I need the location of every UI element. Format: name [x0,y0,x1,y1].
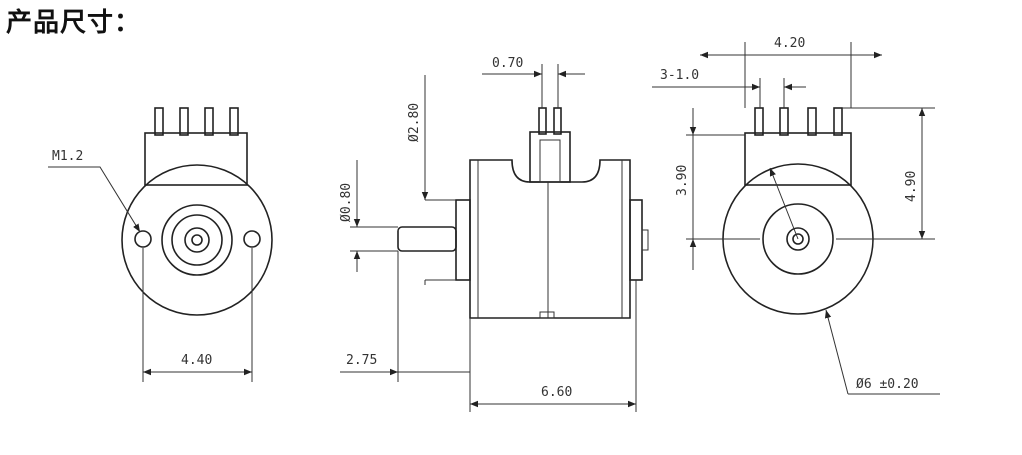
rear-view: 4.20 3-1.0 3.90 4.90 Ø6 ±0.20 [652,36,940,395]
side-shaft [397,226,457,252]
front-thread-label: M1.2 [52,149,83,164]
rear-terminal-housing [744,132,852,186]
front-hub-outer [161,204,233,276]
rear-diameter-leader [824,309,849,395]
side-rear-cap [629,199,643,281]
page-title: 产品尺寸： [6,8,142,38]
front-mount-hole-left [134,230,152,248]
front-mount-hole-right [243,230,261,248]
side-body-outline [469,159,631,319]
rear-hub-outer [762,203,834,275]
front-pins [154,107,239,136]
front-width-label: 4.40 [181,353,212,368]
rear-pins-label: 3-1.0 [660,68,699,83]
front-view: M1.2 4.40 [48,107,273,382]
side-shaft-length-label: 2.75 [346,353,377,368]
side-body-length-label: 6.60 [541,385,572,400]
rear-height-a-label: 3.90 [675,165,690,196]
side-view: 0.70 Ø2.80 Ø0.80 2.75 6.60 [339,56,649,412]
rear-shaft-inner [792,233,804,245]
rear-shaft-outer [786,227,810,251]
front-shaft-inner [191,234,203,246]
front-shaft-outer [184,227,210,253]
side-pin-dia-label: Ø2.80 [407,103,422,142]
front-body-outline [121,164,273,316]
rear-pins [754,107,843,136]
side-front-plate [455,199,471,281]
front-terminal-housing [144,132,248,186]
front-thread-leader [48,166,141,233]
rear-height-b-label: 4.90 [904,171,919,202]
side-shaft-dia-label: Ø0.80 [339,183,354,222]
rear-width-label: 4.20 [774,36,805,51]
front-hub-mid [171,214,223,266]
rear-diameter-label: Ø6 ±0.20 [856,377,919,392]
side-pin-pitch-label: 0.70 [492,56,523,71]
